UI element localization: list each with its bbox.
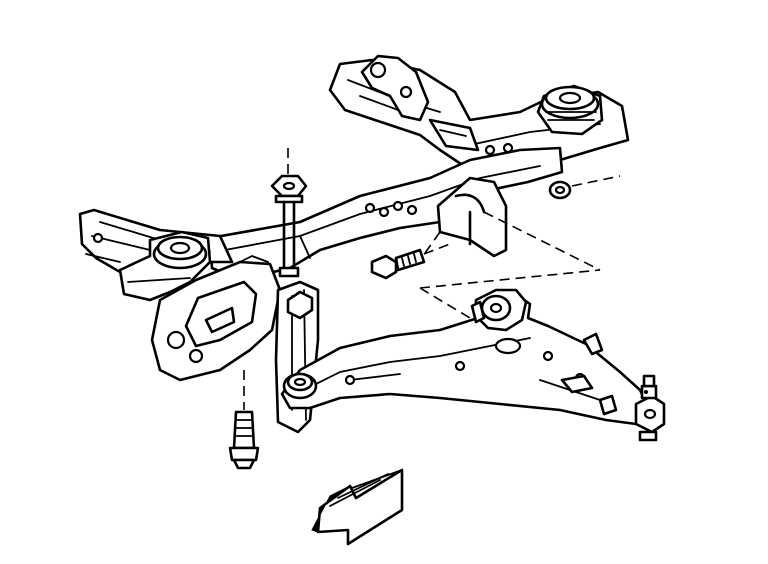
control-arm-rear-bushing — [470, 288, 528, 332]
rear-bushing-nut — [548, 175, 621, 200]
front-cradle-mount — [118, 230, 212, 302]
front-of-vehicle-arrow — [311, 468, 404, 546]
lower-bolt — [228, 370, 260, 470]
rear-cradle-mount — [536, 84, 604, 136]
center-bracket — [419, 176, 601, 319]
lower-control-arm — [280, 290, 652, 426]
rear-mount-bracket — [360, 54, 480, 152]
side-bolt — [370, 243, 451, 280]
control-arm-front-bushing — [282, 372, 318, 400]
vertical-mount-plate — [274, 280, 320, 434]
ball-joint — [634, 374, 666, 442]
upper-nut-and-stud — [270, 148, 308, 278]
front-crossmember-bracket — [150, 255, 282, 382]
